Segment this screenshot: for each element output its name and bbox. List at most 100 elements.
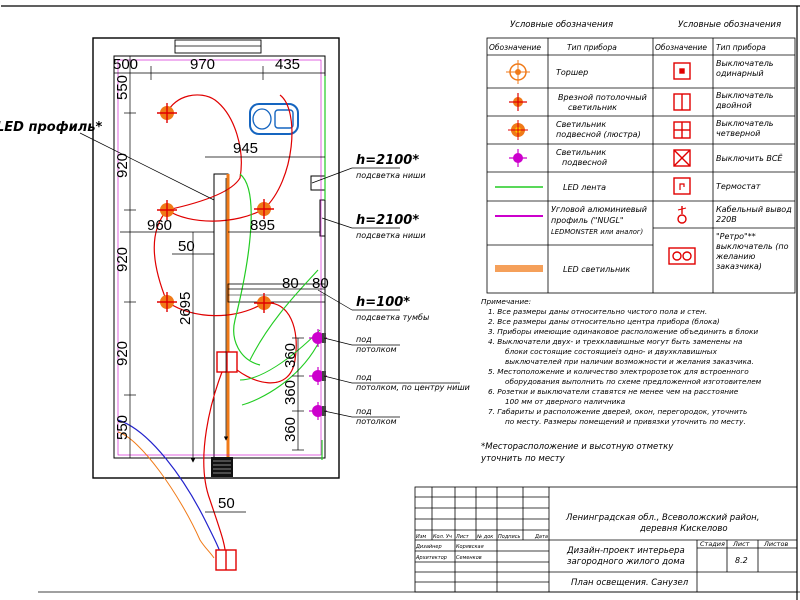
callout-sub-1: подсветка ниши [356, 171, 426, 180]
recessed-light-icon [254, 199, 274, 219]
floor-lamp-icon [506, 60, 530, 84]
legend-title-left: Условные обозначения [510, 20, 613, 30]
note-3: 3. Приборы имеющие одинаковое расположен… [488, 327, 758, 336]
legend-col-type-left: Тип прибора [567, 43, 617, 52]
legend-col-symbol-left: Обозначение [489, 43, 541, 52]
single-switch-icon [673, 62, 691, 80]
recessed-light-icon [157, 200, 177, 220]
dim-360-a: 360 [282, 343, 299, 368]
legend-type-led-fixture: LED светильник [563, 265, 630, 274]
pod-label-3-b: потолком [356, 417, 397, 426]
dim-360-c: 360 [282, 417, 299, 442]
quad-switch-icon [673, 121, 691, 139]
dim-left-3: 920 [114, 247, 131, 272]
legend-type-thermostat: Термостат [716, 182, 761, 191]
legend-col-symbol-right: Обозначение [655, 43, 707, 52]
recessed-light-icon [157, 292, 177, 312]
tb-col-sign: Подпись [498, 534, 521, 540]
note-2: 2. Все размеры даны относительно центра … [488, 317, 720, 326]
chandelier-icon [508, 120, 528, 140]
dim-945: 945 [233, 140, 258, 157]
notes: Примечание: 1. Все размеры даны относите… [480, 297, 762, 464]
double-switch-icon [215, 549, 237, 571]
tb-sheet-number: 8.2 [735, 556, 748, 565]
wiring [117, 76, 326, 561]
led-fixture-bar [495, 265, 543, 272]
legend: Условные обозначения Условные обозначени… [486, 20, 796, 294]
pod-label-3-a: под [356, 407, 372, 416]
tb-role-designer: Дизайнер [415, 544, 442, 550]
dim-top-2: 970 [190, 56, 215, 73]
tb-name-architect: Семенков [456, 555, 482, 561]
double-switch-icon [216, 351, 238, 373]
legend-type-led-strip: LED лента [563, 183, 606, 192]
tb-col-list: Лист [455, 534, 470, 540]
note-5: 5. Местоположение и количество электроро… [488, 367, 762, 386]
legend-type-master-off: Выключить ВСЁ [716, 153, 783, 163]
tb-col-date: Дата [534, 534, 548, 540]
dim-left-1: 550 [114, 75, 131, 100]
callout-height-3: h=100* [356, 295, 410, 310]
pod-label-1-b: потолком [356, 345, 397, 354]
pod-label-2-b: потолком, по центру ниши [356, 383, 470, 392]
dim-360-b: 360 [282, 380, 299, 405]
callout-sub-2: подсветка ниши [356, 231, 426, 240]
tb-col-izm: Изм [416, 534, 426, 540]
tb-role-architect: Архитектор [415, 555, 447, 561]
tb-sheet-label: Лист [732, 540, 750, 548]
dim-left-4: 920 [114, 341, 131, 366]
dim-left-2: 920 [114, 153, 131, 178]
note-1: 1. Все размеры даны относительно чистого… [488, 307, 707, 316]
legend-type-floor-lamp: Торшер [556, 68, 588, 77]
dim-left-5: 550 [114, 415, 131, 440]
retro-switch-icon [668, 247, 696, 265]
callout-sub-3: подсветка тумбы [356, 313, 429, 322]
recessed-lights [157, 103, 274, 313]
dim-80-a: 80 [282, 275, 299, 292]
recessed-light-icon [509, 93, 527, 111]
master-off-switch-icon [673, 149, 691, 167]
pendant-light-icon [509, 149, 527, 167]
note-4: 4. Выключатели двух- и трехклавишные мог… [488, 337, 754, 366]
dim-50-a: 50 [178, 238, 195, 255]
dim-top-1: 500 [113, 56, 138, 73]
title-block: Изм Кол. Уч Лист № док Подпись Дата Диза… [414, 486, 798, 593]
dim-80-b: 80 [312, 275, 329, 292]
pod-label-1-a: под [356, 335, 372, 344]
tb-col-doc: № док [476, 534, 493, 540]
dim-895: 895 [250, 217, 275, 234]
floor-plan: 500 970 435 945 960 895 50 80 80 50 550 … [0, 37, 470, 571]
dim-2695: 2695 [177, 292, 194, 325]
thermostat-icon [673, 177, 691, 195]
callout-height-1: h=2100* [356, 153, 419, 168]
note-7: 7. Габариты и расположение дверей, окон,… [488, 407, 747, 426]
legend-col-type-right: Тип прибора [716, 43, 766, 52]
pod-label-2-a: под [356, 373, 372, 382]
recessed-light-icon [157, 103, 177, 123]
note-6: 6. Розетки и выключатели ставятся не мен… [488, 387, 739, 406]
legend-title-right: Условные обозначения [678, 20, 781, 30]
tb-name-designer: Корявская [456, 544, 484, 550]
tb-location: Ленинградская обл., Всеволожский район,д… [565, 513, 759, 534]
tb-col-kol: Кол. Уч [433, 534, 452, 540]
double-switch-icon [673, 93, 691, 111]
callout-height-2: h=2100* [356, 213, 419, 228]
ceiling-outline [117, 59, 322, 456]
tb-sheets-label: Листов [763, 540, 788, 548]
tb-drawing-title: План освещения. Санузел [571, 578, 689, 588]
dim-960: 960 [147, 217, 172, 234]
led-profile-label: LED профиль* [0, 120, 102, 135]
